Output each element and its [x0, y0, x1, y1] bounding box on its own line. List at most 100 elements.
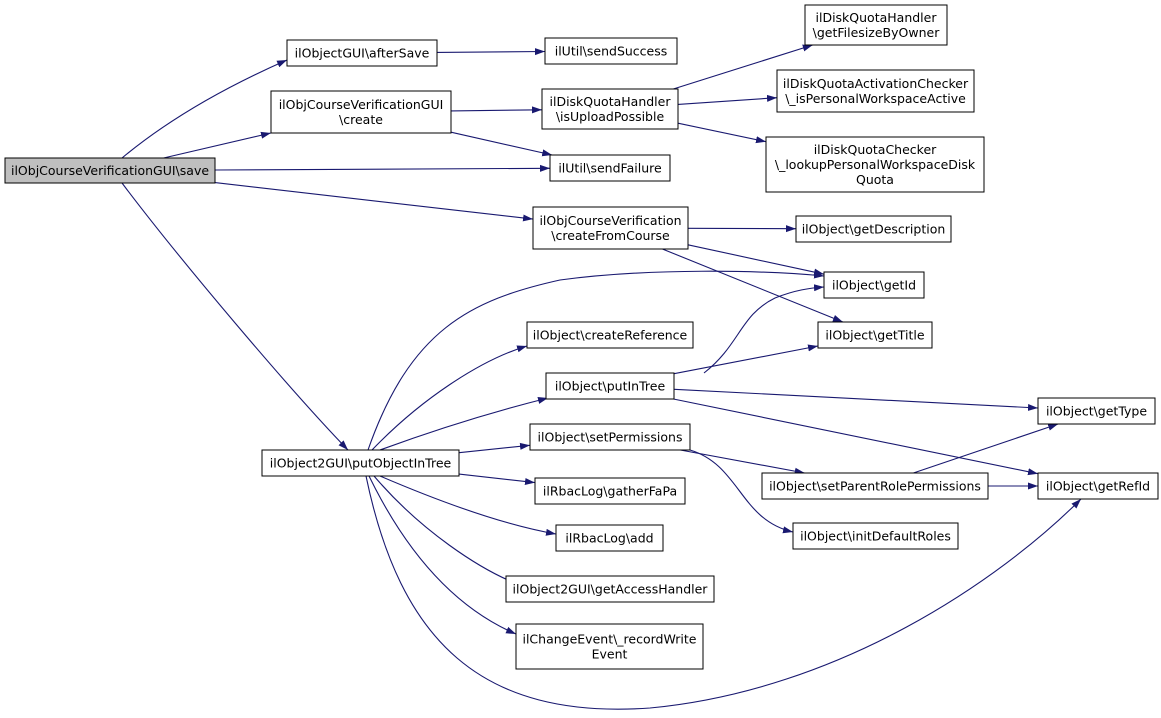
edge-create-to-isUploadPossible	[450, 106, 543, 114]
edge-putObjectInTree-to-getRefId	[365, 475, 1082, 710]
node-label-line: ilUtil\sendFailure	[558, 161, 662, 176]
node-label-line: \createFromCourse	[551, 228, 670, 243]
node-label-line: ilObject\getId	[832, 278, 916, 293]
node-box	[505, 575, 715, 603]
node-box	[545, 372, 675, 400]
node-box	[823, 271, 925, 299]
edge-putObjectInTree-to-getId	[367, 270, 825, 451]
node-label-line: Event	[592, 647, 628, 662]
node-getType[interactable]: ilObject\getType	[1037, 397, 1156, 425]
node-label-line: \getFilesizeByOwner	[813, 25, 941, 40]
node-box	[549, 154, 671, 182]
node-label-line: ilObject\getRefId	[1046, 479, 1150, 494]
node-label-line: ilDiskQuotaHandler	[550, 94, 672, 109]
edge-createFromCourse-to-getId	[687, 244, 825, 276]
node-initDefaultRoles[interactable]: ilObject\initDefaultRoles	[792, 522, 959, 550]
node-createReference[interactable]: ilObject\createReference	[526, 321, 694, 349]
edge-putObjectInTree-to-createReference	[371, 345, 528, 451]
edge-putObjectInTree-to-setPermissions	[458, 442, 531, 454]
node-box	[765, 136, 985, 193]
node-label-line: Quota	[856, 172, 894, 187]
node-label-line: ilObjCourseVerificationGUI\save	[11, 163, 209, 178]
edge-save-to-putObjectInTree	[121, 182, 349, 451]
node-getRefId[interactable]: ilObject\getRefId	[1037, 472, 1159, 500]
node-sendSuccess[interactable]: ilUtil\sendSuccess	[544, 37, 678, 65]
node-label-line: ilObject\createReference	[533, 328, 688, 343]
node-label-line: ilObjCourseVerificationGUI	[279, 97, 444, 112]
node-afterSave[interactable]: ilObjectGUI\afterSave	[286, 39, 438, 67]
node-label-line: ilObjectGUI\afterSave	[295, 46, 430, 61]
node-lookupPersonalWorkspaceDiskQuota[interactable]: ilDiskQuotaChecker\_lookupPersonalWorksp…	[765, 136, 985, 193]
node-label-line: \_lookupPersonalWorkspaceDisk	[775, 157, 976, 172]
node-label-line: ilRbacLog\gatherFaPa	[543, 484, 677, 499]
edge-save-to-sendFailure	[214, 164, 551, 172]
node-label-line: ilObject\getType	[1046, 404, 1147, 419]
node-label-line: ilDiskQuotaChecker	[814, 142, 937, 157]
node-label-line: ilObject\putInTree	[555, 379, 666, 394]
node-label-line: ilObject\getTitle	[825, 328, 924, 343]
node-box	[1037, 472, 1159, 500]
node-box	[529, 423, 691, 451]
node-createFromCourse[interactable]: ilObjCourseVerification\createFromCourse	[532, 206, 689, 250]
node-gatherFaPa[interactable]: ilRbacLog\gatherFaPa	[534, 477, 686, 505]
edge-putInTree-to-getRefId	[673, 398, 1039, 476]
node-label-line: ilDiskQuotaHandler	[816, 10, 938, 25]
edge-putObjectInTree-to-recordWriteEvent	[368, 475, 517, 635]
node-label-line: ilObject\setParentRolePermissions	[769, 479, 981, 494]
node-setParentRolePermissions[interactable]: ilObject\setParentRolePermissions	[761, 472, 989, 500]
edge-putObjectInTree-to-gatherFaPa	[458, 473, 536, 485]
node-setPermissions[interactable]: ilObject\setPermissions	[529, 423, 691, 451]
edge-setParentRolePermissions-to-getType	[913, 423, 1059, 474]
node-label-line: ilObject\setPermissions	[538, 430, 683, 445]
node-isPersonalWorkspaceActive[interactable]: ilDiskQuotaActivationChecker\_isPersonal…	[776, 69, 975, 113]
edge-create-to-sendFailure	[450, 131, 553, 157]
edge-createFromCourse-to-getTitle	[662, 248, 844, 323]
edge-putInTree-to-getId	[703, 284, 825, 374]
edge-save-to-afterSave	[121, 59, 288, 159]
node-label-line: ilObject2GUI\getAccessHandler	[513, 582, 709, 597]
node-save[interactable]: ilObjCourseVerificationGUI\save	[4, 157, 216, 184]
node-box	[534, 477, 686, 505]
node-create[interactable]: ilObjCourseVerificationGUI\create	[270, 90, 452, 134]
edge-putObjectInTree-to-putInTree	[379, 397, 549, 451]
edge-afterSave-to-sendSuccess	[436, 48, 546, 56]
edge-isUploadPossible-to-getFilesizeByOwner	[673, 44, 813, 90]
edge-isUploadPossible-to-isPersonalWorkspaceActive	[677, 94, 778, 105]
node-putObjectInTree[interactable]: ilObject2GUI\putObjectInTree	[261, 449, 460, 477]
node-label-line: ilObject\getDescription	[802, 222, 946, 237]
node-box	[544, 37, 678, 65]
node-box	[761, 472, 989, 500]
node-box	[270, 90, 452, 134]
node-rbacAdd[interactable]: ilRbacLog\add	[555, 524, 664, 552]
node-label-line: ilDiskQuotaActivationChecker	[783, 76, 969, 91]
node-getDescription[interactable]: ilObject\getDescription	[795, 215, 952, 243]
node-box	[804, 4, 948, 46]
edge-save-to-createFromCourse	[214, 182, 534, 222]
node-isUploadPossible[interactable]: ilDiskQuotaHandler\isUploadPossible	[541, 88, 679, 130]
edge-putInTree-to-getTitle	[673, 344, 819, 375]
node-getFilesizeByOwner[interactable]: ilDiskQuotaHandler\getFilesizeByOwner	[804, 4, 948, 46]
node-label-line: ilRbacLog\add	[565, 531, 653, 546]
node-box	[792, 522, 959, 550]
node-getId[interactable]: ilObject\getId	[823, 271, 925, 299]
edge-setPermissions-to-initDefaultRoles	[689, 449, 794, 534]
node-label-line: ilObject\initDefaultRoles	[800, 529, 951, 544]
node-getTitle[interactable]: ilObject\getTitle	[817, 321, 933, 349]
node-label-line: ilChangeEvent\_recordWrite	[522, 632, 696, 647]
node-sendFailure[interactable]: ilUtil\sendFailure	[549, 154, 671, 182]
node-box	[526, 321, 694, 349]
node-box	[532, 206, 689, 250]
edge-isUploadPossible-to-lookupPersonalWorkspaceDiskQuota	[677, 122, 767, 144]
node-box	[515, 623, 704, 670]
node-label-line: ilObjCourseVerification	[539, 213, 681, 228]
edge-putInTree-to-getType	[673, 388, 1039, 411]
node-box	[4, 157, 216, 184]
node-box	[555, 524, 664, 552]
node-box	[776, 69, 975, 113]
edge-putObjectInTree-to-rbacAdd	[379, 475, 557, 536]
node-putInTree[interactable]: ilObject\putInTree	[545, 372, 675, 400]
node-label-line: \_isPersonalWorkspaceActive	[785, 91, 966, 106]
node-getAccessHandler[interactable]: ilObject2GUI\getAccessHandler	[505, 575, 715, 603]
nodes-layer: ilObjCourseVerificationGUI\save ilObjectG…	[4, 4, 1159, 670]
